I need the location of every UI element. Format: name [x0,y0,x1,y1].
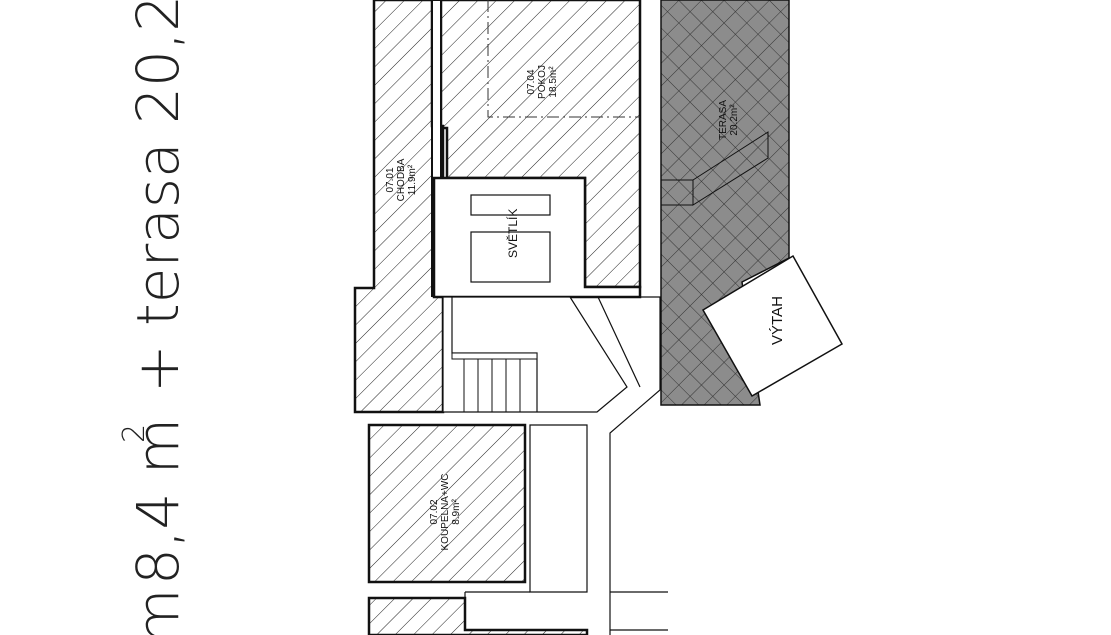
stair-steps [463,359,521,412]
label-chodba: 07.01 CHODBA 11.9m² [385,158,418,201]
elevator-label: VÝTAH [769,296,786,345]
svetlik-window-bottom [470,231,551,283]
koupelna-number: 07.02 [429,499,440,524]
chodba-number: 07.01 [385,167,396,192]
koupelna-area: 8.9m² [451,499,462,525]
corridor-line-right [598,296,661,635]
headline-superscript: 2 [117,424,152,443]
room-lower-partial [367,596,589,635]
room-koupelna [367,423,527,584]
lower-hall-lines [464,591,587,631]
headline-unit-area: 8,4 m [124,418,192,585]
terasa-area: 20.2m² [729,104,740,136]
corridor-box [529,424,588,593]
room-chodba [353,0,445,414]
svetlik-label: SVĚTLÍK [505,209,520,258]
label-pokoj: 07.04 POKOJ 18.5m² [526,65,559,99]
elevator [701,254,844,398]
pokoj-number: 07.04 [526,69,537,94]
label-koupelna: 07.02 KOUPELNA+WC 8.9m² [429,474,462,551]
headline-terrace: + terasa 20,2 m [124,0,192,393]
chodba-name: CHODBA [396,158,407,201]
pokoj-dashed-outline [487,0,640,118]
pokoj-name: POKOJ [537,65,548,99]
corridor-ticks [610,591,668,631]
label-terasa: TERASA 20.2m² [718,100,740,140]
svetlik-window-top [470,194,551,216]
terrace [660,0,790,406]
terasa-name: TERASA [718,100,729,140]
area-headline: m 8,4 m 2 + terasa 20,2 m [117,0,192,635]
terrace-stair-marks [661,131,769,206]
headline-m: m [124,589,192,635]
corridor-diagonal [597,296,641,388]
stair-handrail [451,352,538,360]
koupelna-name: KOUPELNA+WC [440,474,451,551]
svetlik-area [432,176,642,299]
chodba-area: 11.9m² [407,164,418,195]
pokoj-area: 18.5m² [548,66,559,98]
